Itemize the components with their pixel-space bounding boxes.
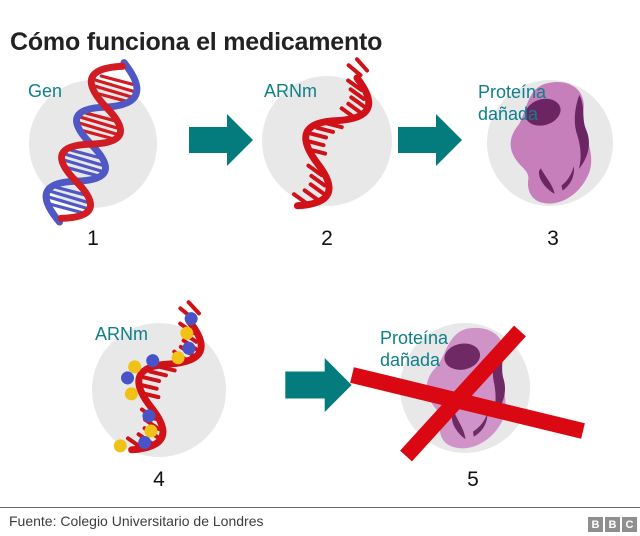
step-label-arnm-1: ARNm	[264, 81, 317, 101]
footer-divider	[0, 507, 640, 508]
arrow-right-icon	[398, 114, 462, 166]
step-number-4: 4	[153, 468, 165, 491]
bbc-logo-block: B	[588, 517, 603, 532]
page-title: Cómo funciona el medicamento	[10, 28, 383, 56]
step-number-1: 1	[87, 227, 99, 250]
step-number-2: 2	[321, 227, 333, 250]
bbc-logo-block: B	[605, 517, 620, 532]
step-label-damaged-protein-1: Proteína dañada	[478, 82, 547, 124]
arrow-right-icon	[285, 358, 352, 412]
arrow-right-icon	[189, 114, 253, 166]
source-attribution: Fuente: Colegio Universitario de Londres	[9, 513, 264, 529]
step-label-arnm-2: ARNm	[95, 324, 148, 344]
step-number-3: 3	[547, 227, 559, 250]
step-number-5: 5	[467, 468, 479, 491]
bbc-logo: B B C	[588, 517, 637, 532]
step-label-damaged-protein-2: Proteína dañada	[380, 328, 449, 370]
step-label-gen: Gen	[28, 81, 63, 101]
bbc-logo-block: C	[622, 517, 637, 532]
